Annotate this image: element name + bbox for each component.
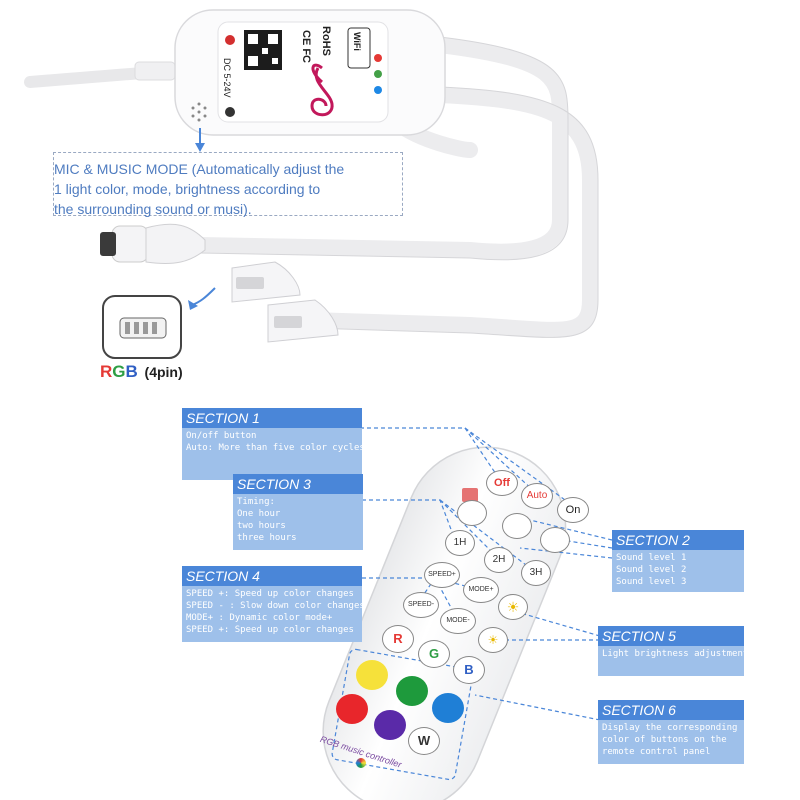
blue-letter-button[interactable]: B [453,656,485,684]
mode-up-button[interactable]: MODE+ [463,577,499,603]
section-4-body: SPEED +: Speed up color changes SPEED - … [182,586,365,642]
yellow-color-button[interactable] [356,660,388,690]
green-color-button[interactable] [396,676,428,706]
section-6-body: Display the corresponding color of butto… [598,720,744,764]
female-connector-bottom [267,299,339,343]
wifi-badge [347,27,371,69]
sound-level-2-button[interactable] [502,513,532,539]
sound-level-1-button[interactable] [457,500,487,526]
mic-callout-line-3: the surrounding sound or musi). [54,201,252,217]
section-2-title: SECTION 2 [612,530,744,550]
rgb-label-gb: GB [112,362,138,381]
section-4-line: SPEED - : Slow down color changes [186,601,365,611]
section-1-body: On/off button Auto: More than five color… [182,428,365,480]
red-color-button[interactable] [336,694,368,724]
mic-callout-line-1: MIC & MUSIC MODE (Automatically adjust t… [54,161,345,177]
brightness-down-button[interactable]: ☀ [478,627,508,653]
section-4-title: SECTION 4 [182,566,362,586]
rgb-4pin-label: RGB (4pin) [100,362,183,382]
purple-color-button[interactable] [374,710,406,740]
minus-terminal-icon [225,107,235,117]
color-zone-outline [331,648,474,781]
brightness-up-button[interactable]: ☀ [498,594,528,620]
mic-music-mode-callout: MIC & MUSIC MODE (Automatically adjust t… [53,152,403,217]
section-3-title: SECTION 3 [233,474,363,494]
section-3-line: Timing: [237,497,275,507]
section-2-line: Sound level 3 [616,577,687,587]
cable-strain-relief [134,61,176,81]
section-6-line: Display the corresponding [602,723,738,733]
timer-3h-button[interactable]: 3H [521,560,551,586]
section-1-title: SECTION 1 [182,408,362,428]
connector-arrow [191,287,216,306]
controller-ce-fc-label: CE FC [300,30,312,63]
cable-outline [199,36,599,338]
off-button[interactable]: Off [486,470,518,496]
section-1-line: Auto: More than five color cycles [186,443,365,453]
section-5-body: Light brightness adjustment [598,646,749,676]
music-note-logo [310,63,334,117]
green-letter-button[interactable]: G [418,640,450,668]
section-3-line: two hours [237,521,286,531]
female-connector-top [231,261,301,303]
cable-plug [100,223,206,264]
section-1-line: On/off button [186,431,257,441]
section-6-panel: SECTION 6 Display the corresponding colo… [598,700,744,764]
sound-level-3-button[interactable] [540,527,570,553]
rgb-label-pins: (4pin) [144,364,183,380]
brand-logo-icon [356,758,366,768]
section-2-panel: SECTION 2 Sound level 1 Sound level 2 So… [612,530,744,592]
section-5-title: SECTION 5 [598,626,744,646]
controller-wifi-label: WiFi [352,32,362,51]
section-2-body: Sound level 1 Sound level 2 Sound level … [612,550,744,592]
section-6-line: color of buttons on the [602,735,727,745]
controller-rohs-label: RoHS [320,26,332,56]
section-5-panel: SECTION 5 Light brightness adjustment [598,626,749,676]
section-6-line: remote control panel [602,747,711,757]
section-4-line: SPEED +: Speed up color changes [186,625,354,635]
on-button[interactable]: On [557,497,589,523]
blue-color-button[interactable] [432,693,464,723]
section-2-line: Sound level 1 [616,553,687,563]
speed-down-button[interactable]: SPEED- [403,592,439,618]
section-4-line: MODE+ : Dynamic color mode+ [186,613,333,623]
timer-2h-button[interactable]: 2H [484,547,514,573]
section-3-line: One hour [237,509,281,519]
section-4-panel: SECTION 4 SPEED +: Speed up color change… [182,566,365,642]
controller-voltage-label: DC 5-24V [222,58,232,98]
timer-1h-button[interactable]: 1H [445,530,475,556]
mic-holes-icon [191,102,207,122]
rgb-label-r: R [100,362,113,381]
white-letter-button[interactable]: W [408,727,440,755]
mic-callout-line-2: 1 light color, mode, brightness accordin… [54,181,321,197]
section-2-line: Sound level 2 [616,565,687,575]
section-6-title: SECTION 6 [598,700,744,720]
section-1-panel: SECTION 1 On/off button Auto: More than … [182,408,365,480]
section-3-line: three hours [237,533,297,543]
section-3-panel: SECTION 3 Timing: One hour two hours thr… [233,474,363,550]
red-letter-button[interactable]: R [382,625,414,653]
speed-up-button[interactable]: SPEED+ [424,562,460,588]
section-5-line: Light brightness adjustment [602,649,749,659]
plus-terminal-icon [225,35,235,45]
mode-down-button[interactable]: MODE- [440,608,476,634]
section-4-line: SPEED +: Speed up color changes [186,589,354,599]
section-3-body: Timing: One hour two hours three hours [233,494,363,550]
auto-button[interactable]: Auto [521,483,553,509]
